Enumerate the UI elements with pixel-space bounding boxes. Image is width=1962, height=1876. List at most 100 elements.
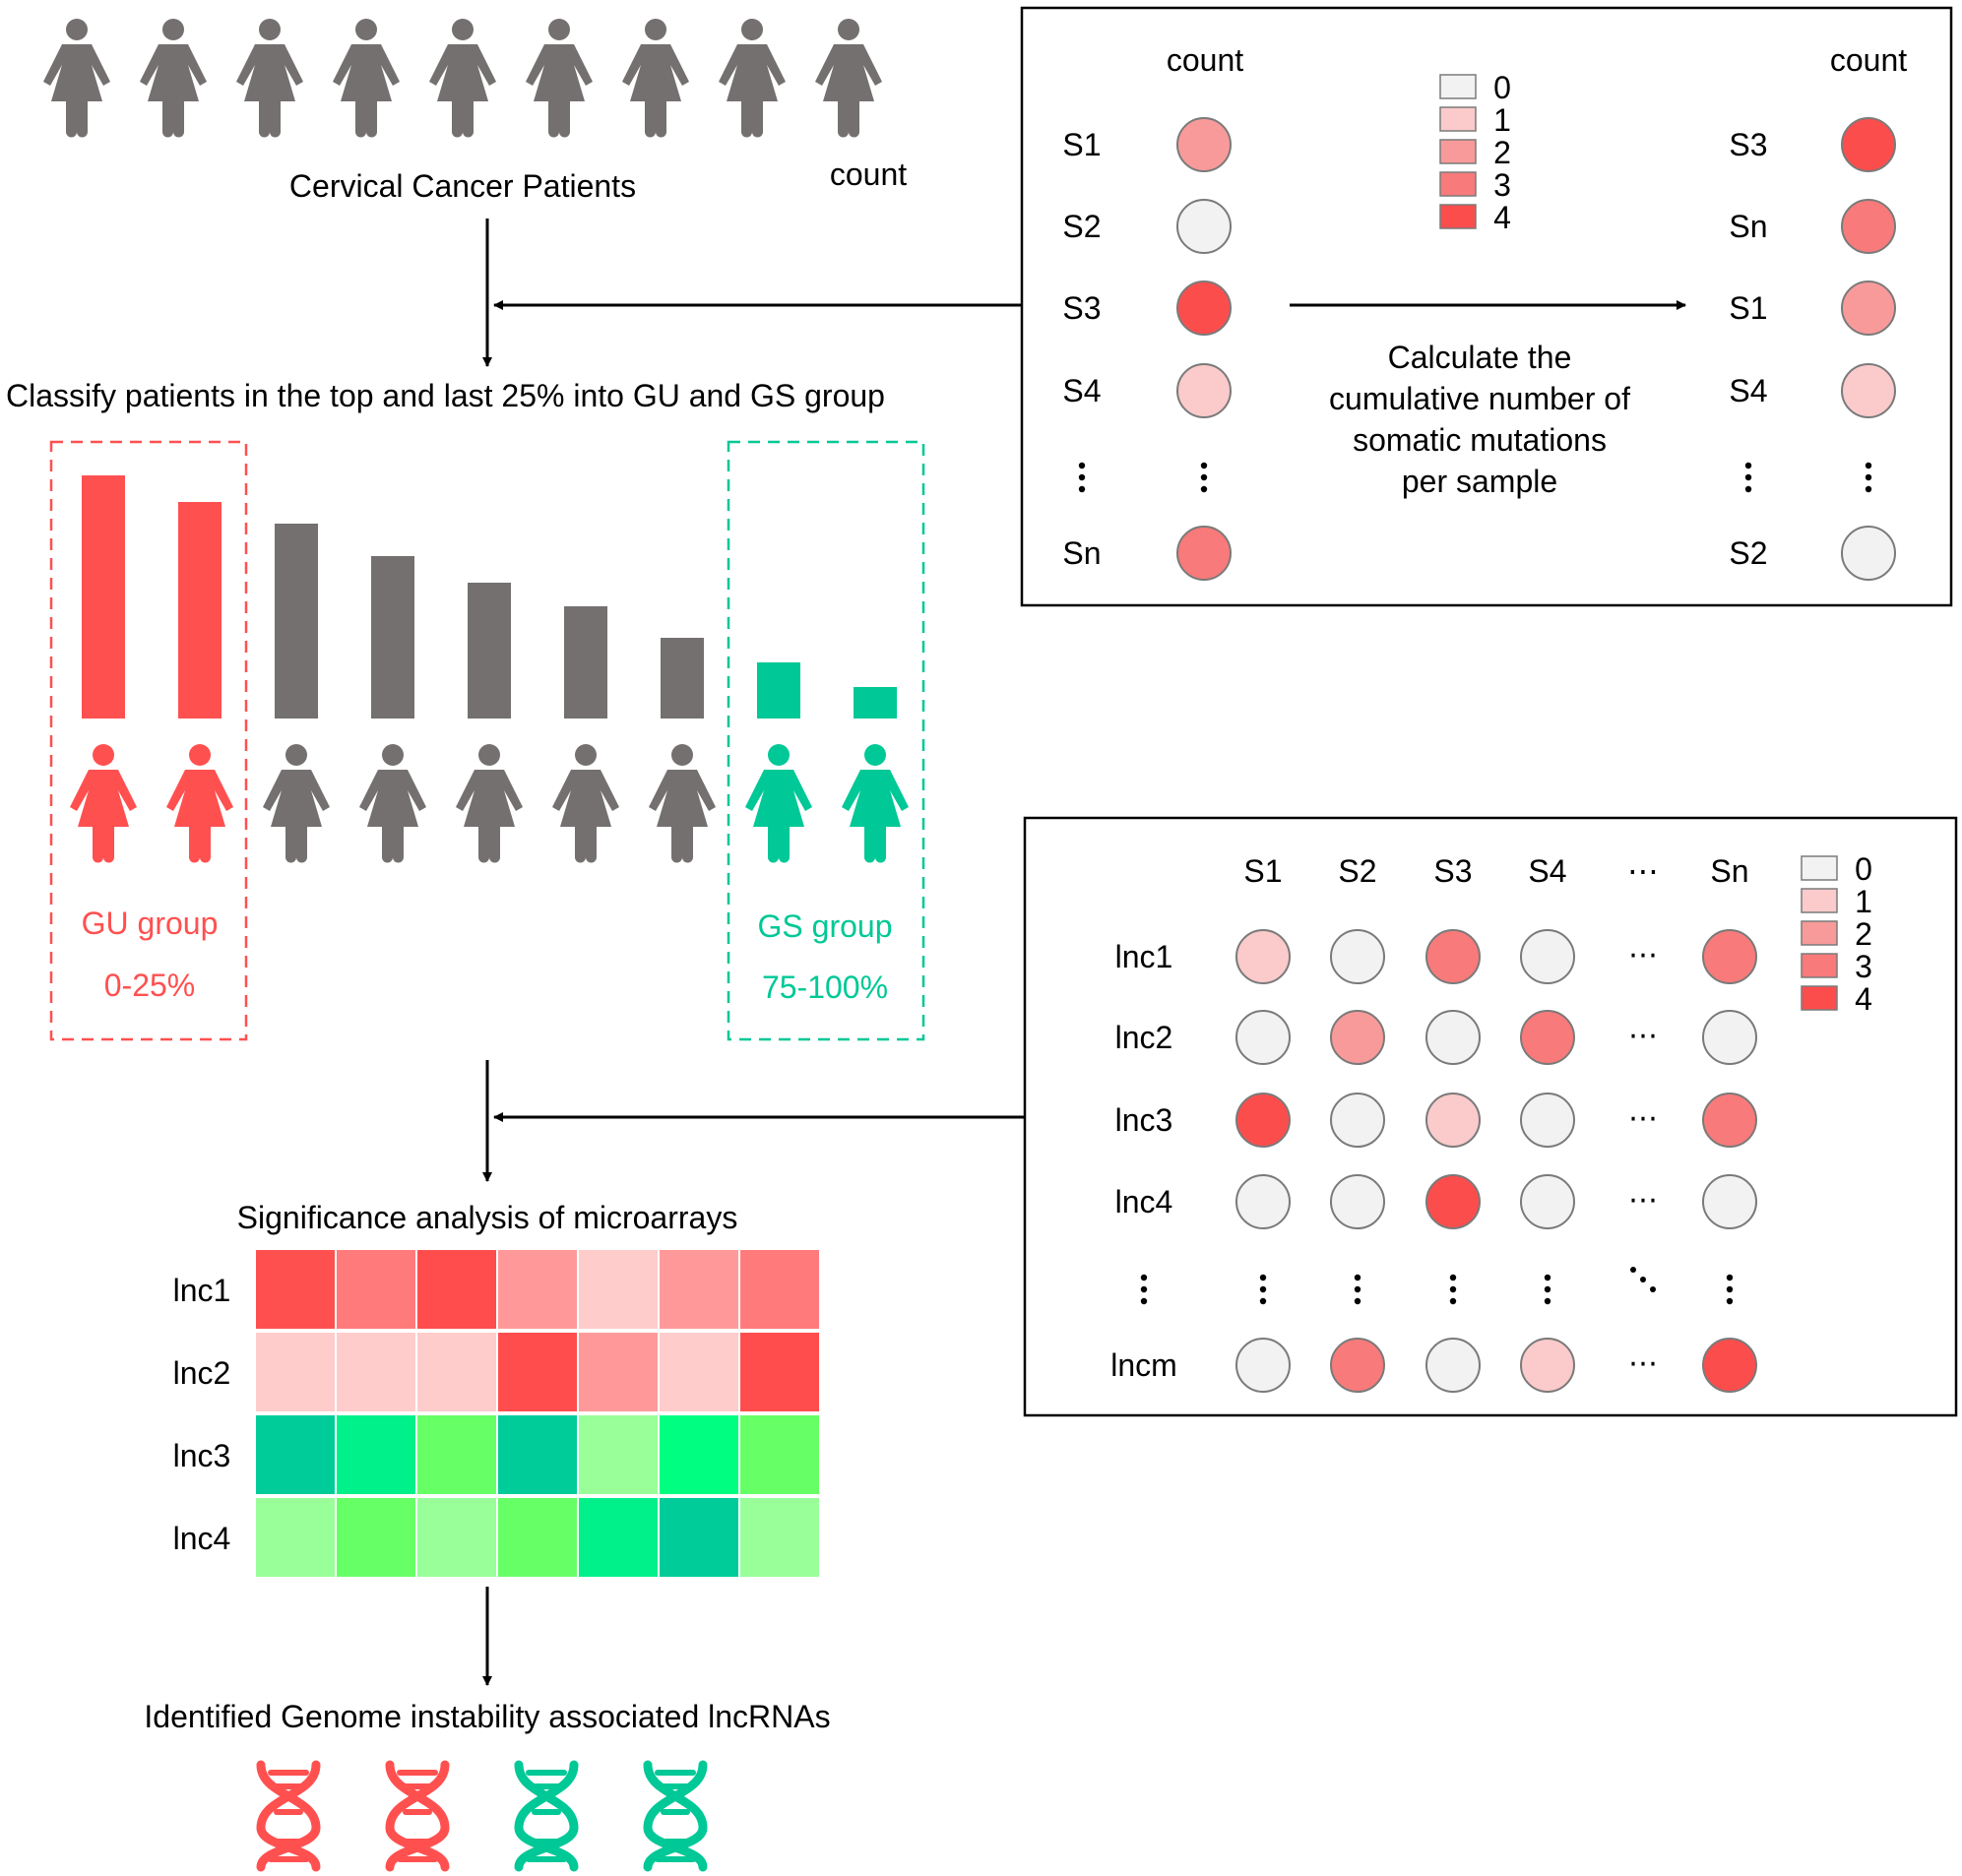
person-icon (842, 744, 909, 863)
person-icon (333, 19, 400, 138)
count-circle (1176, 363, 1232, 418)
horizontal-ellipsis: ⋯ (1628, 1184, 1658, 1217)
heatmap-cell (417, 1415, 496, 1494)
legend-swatch (1439, 171, 1477, 197)
dna-icon (390, 1765, 445, 1867)
legend-swatch (1439, 204, 1477, 229)
caption-line-1: Calculate the (1388, 340, 1572, 375)
matrix-row-label: lnc4 (1115, 1184, 1173, 1219)
caption-line-3: somatic mutations (1353, 422, 1607, 458)
gu-group-box (49, 440, 248, 1041)
matrix-cell-circle (1330, 929, 1385, 984)
horizontal-ellipsis: ⋯ (1628, 1347, 1658, 1380)
count-circle (1841, 117, 1896, 172)
legend-swatch (1439, 74, 1477, 99)
count-circle (1841, 363, 1896, 418)
mutation-bar (178, 502, 222, 719)
sample-label: S1 (1729, 290, 1767, 326)
count-circle (1841, 199, 1896, 254)
matrix-column-header: S4 (1528, 853, 1566, 889)
diagonal-ellipsis (1630, 1267, 1656, 1292)
heatmap-cell (498, 1498, 577, 1577)
horizontal-ellipsis: ⋯ (1628, 939, 1658, 971)
matrix-cell-circle (1235, 1093, 1291, 1148)
gu-group-label: GU group (82, 906, 219, 941)
vertical-ellipsis (1544, 1274, 1551, 1305)
vertical-ellipsis (1726, 1274, 1734, 1305)
matrix-cell-circle (1425, 929, 1481, 984)
heatmap-cell (579, 1250, 658, 1329)
person-icon (526, 19, 593, 138)
matrix-cell-circle (1330, 1174, 1385, 1229)
mutation-header-right: count (1830, 42, 1907, 78)
vertical-ellipsis (1354, 1274, 1361, 1305)
matrix-cell-circle (1520, 1093, 1575, 1148)
mutation-bar (82, 475, 125, 719)
matrix-cell-circle (1702, 1338, 1757, 1393)
person-icon (429, 19, 496, 138)
person-icon (745, 744, 812, 863)
sample-label: S2 (1729, 535, 1767, 571)
vertical-ellipsis (1865, 462, 1872, 493)
person-icon (719, 19, 786, 138)
heatmap-cell (337, 1250, 415, 1329)
matrix-cell-circle (1235, 1010, 1291, 1065)
matrix-cell-circle (1702, 929, 1757, 984)
heatmap-cell (579, 1333, 658, 1411)
gs-group-box (727, 440, 925, 1041)
heatmap-cell (256, 1333, 335, 1411)
matrix-cell-circle (1520, 1010, 1575, 1065)
legend-label: 0 (1493, 70, 1511, 105)
caption-line-2: cumulative number of (1329, 381, 1630, 416)
legend-label: 3 (1493, 167, 1511, 203)
matrix-cell-circle (1235, 1174, 1291, 1229)
legend-label: 2 (1855, 916, 1872, 952)
heatmap-cell (660, 1333, 738, 1411)
heatmap-cell (417, 1250, 496, 1329)
matrix-row-label: lnc2 (1115, 1020, 1173, 1055)
matrix-cell-circle (1425, 1010, 1481, 1065)
heatmap-cell (498, 1250, 577, 1329)
legend-label: 0 (1855, 851, 1872, 887)
dna-icon (519, 1765, 574, 1867)
sample-label: Sn (1062, 535, 1101, 571)
sample-label: S2 (1062, 209, 1101, 244)
legend-swatch (1801, 888, 1838, 913)
vertical-ellipsis (1140, 1274, 1148, 1305)
legend-swatch (1801, 855, 1838, 881)
mutation-bar (371, 556, 414, 719)
matrix-column-header: ⋯ (1627, 853, 1659, 889)
person-icon (70, 744, 137, 863)
person-icon (166, 744, 233, 863)
person-icon (552, 744, 619, 863)
count-circle (1176, 117, 1232, 172)
heatmap-cell (740, 1415, 819, 1494)
legend-swatch (1439, 139, 1477, 164)
person-icon (140, 19, 207, 138)
heatmap-cell (579, 1498, 658, 1577)
sample-label: S3 (1062, 290, 1101, 326)
count-label: count (830, 156, 907, 192)
vertical-ellipsis (1449, 1274, 1457, 1305)
heatmap-cell (740, 1498, 819, 1577)
matrix-cell-circle (1520, 929, 1575, 984)
matrix-cell-circle (1425, 1338, 1481, 1393)
mutation-bar (854, 687, 897, 719)
heatmap-cell (579, 1415, 658, 1494)
dna-icons-row (261, 1765, 703, 1867)
legend-label: 1 (1493, 102, 1511, 138)
vertical-ellipsis (1259, 1274, 1267, 1305)
count-circle (1841, 281, 1896, 336)
sample-label: Sn (1729, 209, 1767, 244)
sample-label: S1 (1062, 127, 1101, 162)
vertical-ellipsis (1200, 462, 1208, 493)
dna-icon (261, 1765, 316, 1867)
sample-label: S4 (1062, 373, 1101, 408)
heatmap-cell (660, 1498, 738, 1577)
